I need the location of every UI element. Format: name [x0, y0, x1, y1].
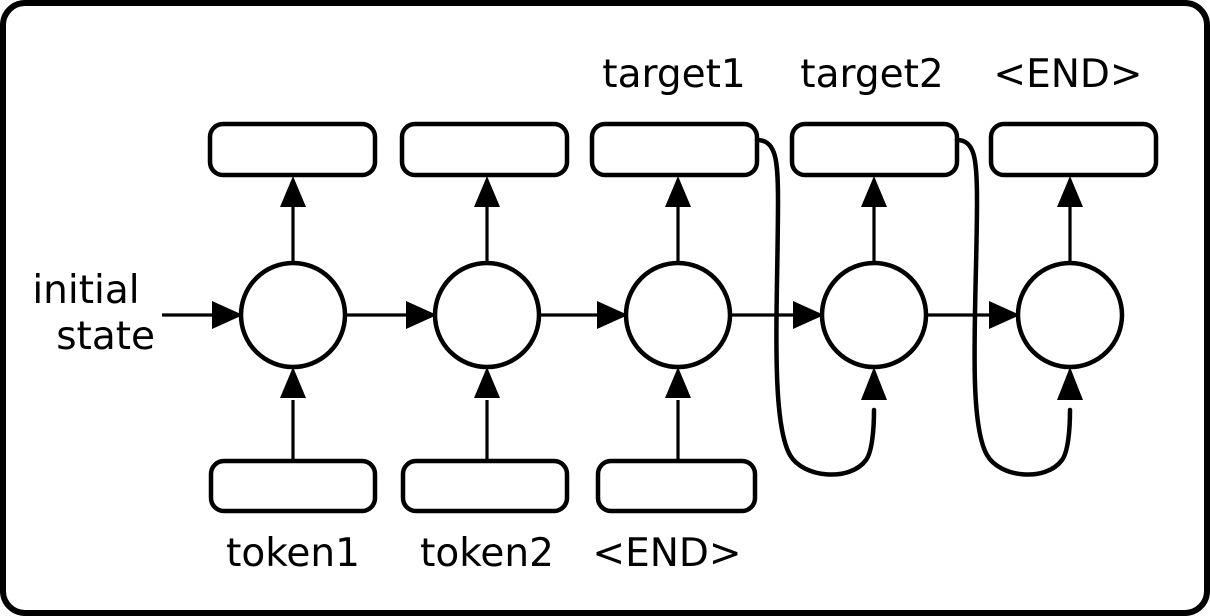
arrow-cell3-to-output3 — [665, 176, 691, 263]
rnn-cell-2[interactable] — [432, 260, 542, 370]
rnn-cell-3[interactable] — [623, 260, 733, 370]
initial-state-line1: initial — [32, 268, 139, 313]
output-box-1[interactable] — [207, 121, 378, 178]
input-box-1[interactable] — [208, 458, 378, 514]
arrow-input2-to-cell2 — [474, 367, 500, 461]
arrow-cell2-to-output2 — [474, 176, 500, 263]
rnn-cell-4[interactable] — [819, 260, 929, 370]
top-label-end: <END> — [993, 52, 1142, 97]
input-box-3[interactable] — [595, 458, 758, 514]
feedback-loop-target1-to-cell4 — [754, 137, 887, 477]
arrow-cell4-to-cell5 — [926, 301, 1020, 329]
bottom-label-end: <END> — [592, 531, 741, 576]
arrow-cell1-to-output1 — [280, 176, 306, 263]
output-box-5[interactable] — [988, 121, 1159, 178]
initial-state-label: initial state — [32, 268, 155, 359]
input-box-2[interactable] — [400, 458, 570, 514]
output-box-4[interactable] — [789, 121, 960, 178]
feedback-loop-target2-to-cell5 — [954, 137, 1083, 477]
rnn-cell-1[interactable] — [238, 260, 348, 370]
bottom-label-token2: token2 — [420, 531, 554, 576]
arrow-cell1-to-cell2 — [345, 301, 437, 329]
arrow-cell3-to-cell4 — [730, 301, 824, 329]
arrow-initial-state-to-cell1 — [162, 301, 243, 329]
arrow-input1-to-cell1 — [280, 367, 306, 461]
top-label-target1: target1 — [602, 52, 745, 97]
initial-state-line2: state — [56, 314, 155, 359]
bottom-label-token1: token1 — [226, 531, 360, 576]
arrow-input3-to-cell3 — [665, 367, 691, 461]
rnn-cell-5[interactable] — [1015, 260, 1125, 370]
top-label-target2: target2 — [800, 52, 943, 97]
arrow-cell2-to-cell3 — [539, 301, 628, 329]
output-box-2[interactable] — [399, 121, 570, 178]
arrow-cell4-to-output4 — [861, 176, 887, 263]
output-box-3[interactable] — [589, 121, 760, 178]
arrow-cell5-to-output5 — [1057, 176, 1083, 263]
